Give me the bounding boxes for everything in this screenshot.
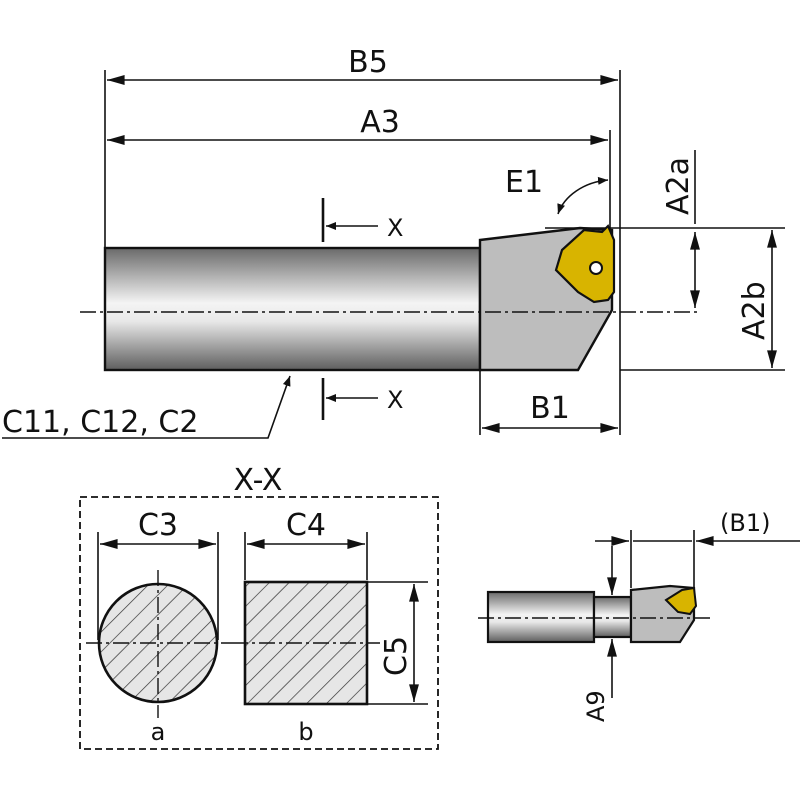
dim-a9-label: A9 [582,690,610,722]
dim-c3-label: C3 [138,508,178,543]
dim-c5-label: C5 [379,636,414,676]
dim-a2a-label: A2a [661,157,696,215]
shank [103,246,482,372]
section-b-label: b [298,718,313,746]
dim-b5-label: B5 [348,45,388,80]
detail-insert [664,586,698,616]
detail-shank [486,590,596,644]
section-frame [79,496,439,750]
section-mark-bottom-label: X [387,386,403,414]
angle-e1-label: E1 [505,165,543,200]
detail-view: (B1) A9 [478,509,800,722]
dim-a2b-label: A2b [737,281,772,340]
insert-screw-hole [589,261,603,275]
section-mark-top-label: X [387,214,403,242]
cutting-insert [554,224,616,304]
section-view: X-X C3 a C4 b C5 [79,463,439,750]
section-title: X-X [234,463,283,498]
material-codes-label: C11, C12, C2 [2,405,198,440]
dim-b1-label: B1 [530,391,570,426]
material-codes-leader [2,375,291,439]
section-a-label: a [151,718,166,746]
dim-b1ref-label: (B1) [720,509,770,537]
dim-c4-label: C4 [286,508,326,543]
detail-neck [592,595,633,639]
main-view: B5 A3 E1 A2a A2b B1 X [2,45,785,440]
dim-a3-label: A3 [360,105,400,140]
angle-e1-arc [557,176,609,215]
